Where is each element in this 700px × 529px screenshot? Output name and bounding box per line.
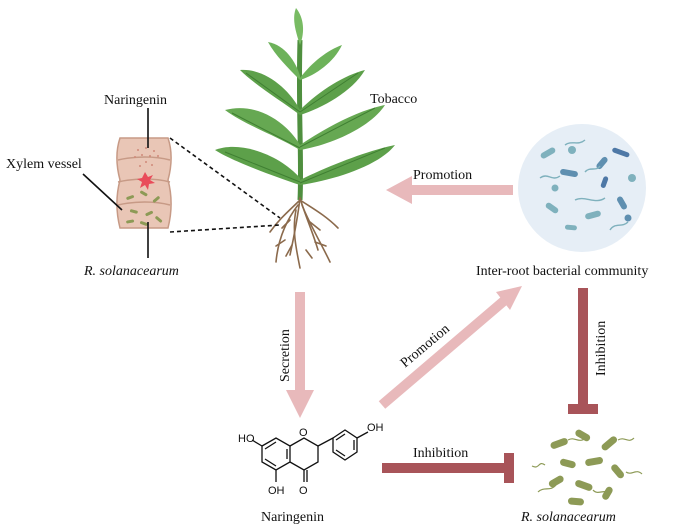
- mol-ketone-o: O: [299, 485, 308, 497]
- mol-ring-o: O: [299, 427, 308, 439]
- label-inhibition-right: Inhibition: [594, 321, 609, 376]
- leader-lines: [82, 108, 149, 258]
- pathogen-cluster-icon: [531, 429, 643, 506]
- zoom-lines: [169, 137, 281, 233]
- secretion-arrow: [286, 292, 314, 418]
- inhibition-bar-bottom: [382, 453, 514, 483]
- label-naringenin-top: Naringenin: [104, 93, 167, 108]
- label-r-solanacearum-left: R. solanacearum: [83, 264, 179, 279]
- mol-ho-left: HO: [238, 433, 255, 445]
- mol-oh-bottom: OH: [268, 485, 285, 497]
- label-secretion: Secretion: [278, 329, 293, 382]
- promotion-arrow-diagonal: [378, 286, 522, 409]
- label-community: Inter-root bacterial community: [476, 264, 648, 279]
- inhibition-bar-right: [568, 288, 598, 414]
- mol-oh-right: OH: [367, 422, 384, 434]
- label-xylem-vessel: Xylem vessel: [6, 157, 82, 172]
- naringenin-molecule-icon: [251, 429, 369, 482]
- bacterial-community-icon: [518, 124, 646, 252]
- label-naringenin-bottom: Naringenin: [261, 510, 324, 525]
- label-tobacco: Tobacco: [370, 92, 417, 107]
- promotion-arrow-top: [386, 176, 513, 204]
- tobacco-plant-icon: [215, 8, 395, 269]
- label-promotion-top: Promotion: [413, 168, 472, 183]
- label-inhibition-bottom: Inhibition: [413, 446, 468, 461]
- label-r-solanacearum-bottom: R. solanacearum: [520, 510, 616, 525]
- xylem-vessel-icon: [116, 137, 172, 229]
